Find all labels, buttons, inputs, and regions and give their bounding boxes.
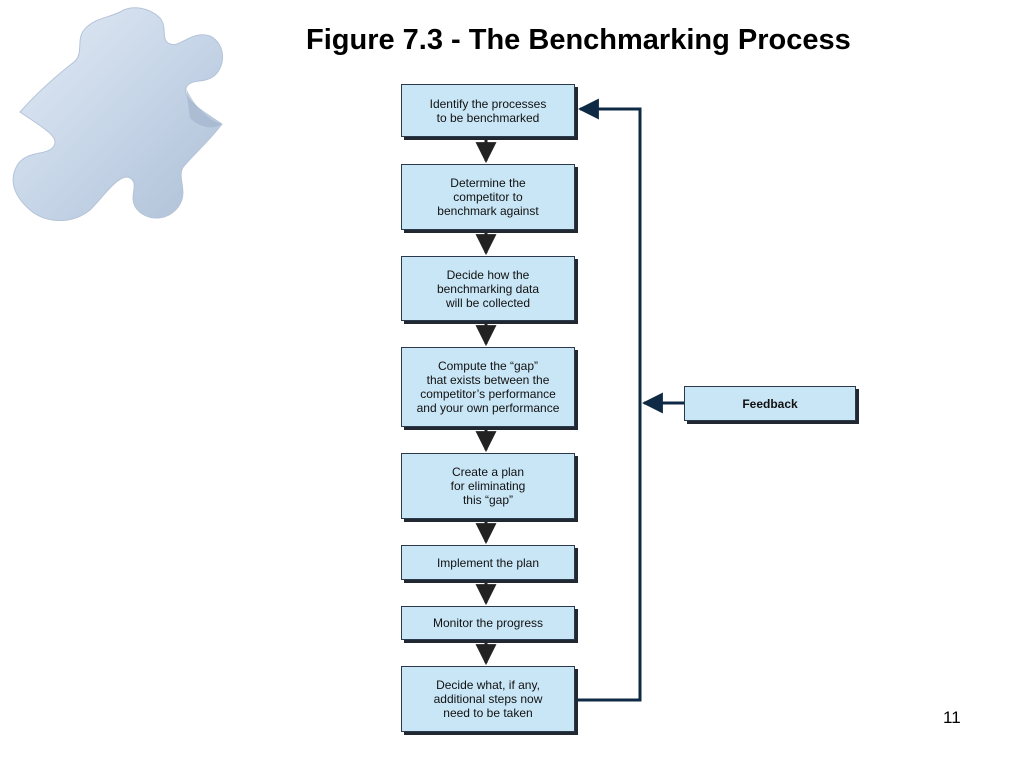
step-compute-gap: Compute the “gap” that exists between th… (401, 347, 575, 427)
step-implement-plan: Implement the plan (401, 545, 575, 580)
step-create-plan: Create a plan for eliminating this “gap” (401, 453, 575, 519)
step-decide-data-collection: Decide how the benchmarking data will be… (401, 256, 575, 321)
step-determine-competitor: Determine the competitor to benchmark ag… (401, 164, 575, 230)
page-number: 11 (943, 708, 961, 727)
slide-title: Figure 7.3 - The Benchmarking Process (306, 24, 851, 56)
step-monitor-progress: Monitor the progress (401, 606, 575, 640)
feedback-box: Feedback (684, 386, 856, 421)
puzzle-piece-icon (12, 7, 223, 222)
step-identify-processes: Identify the processes to be benchmarked (401, 84, 575, 137)
step-decide-additional: Decide what, if any, additional steps no… (401, 666, 575, 732)
feedback-loop-line (576, 98, 642, 702)
